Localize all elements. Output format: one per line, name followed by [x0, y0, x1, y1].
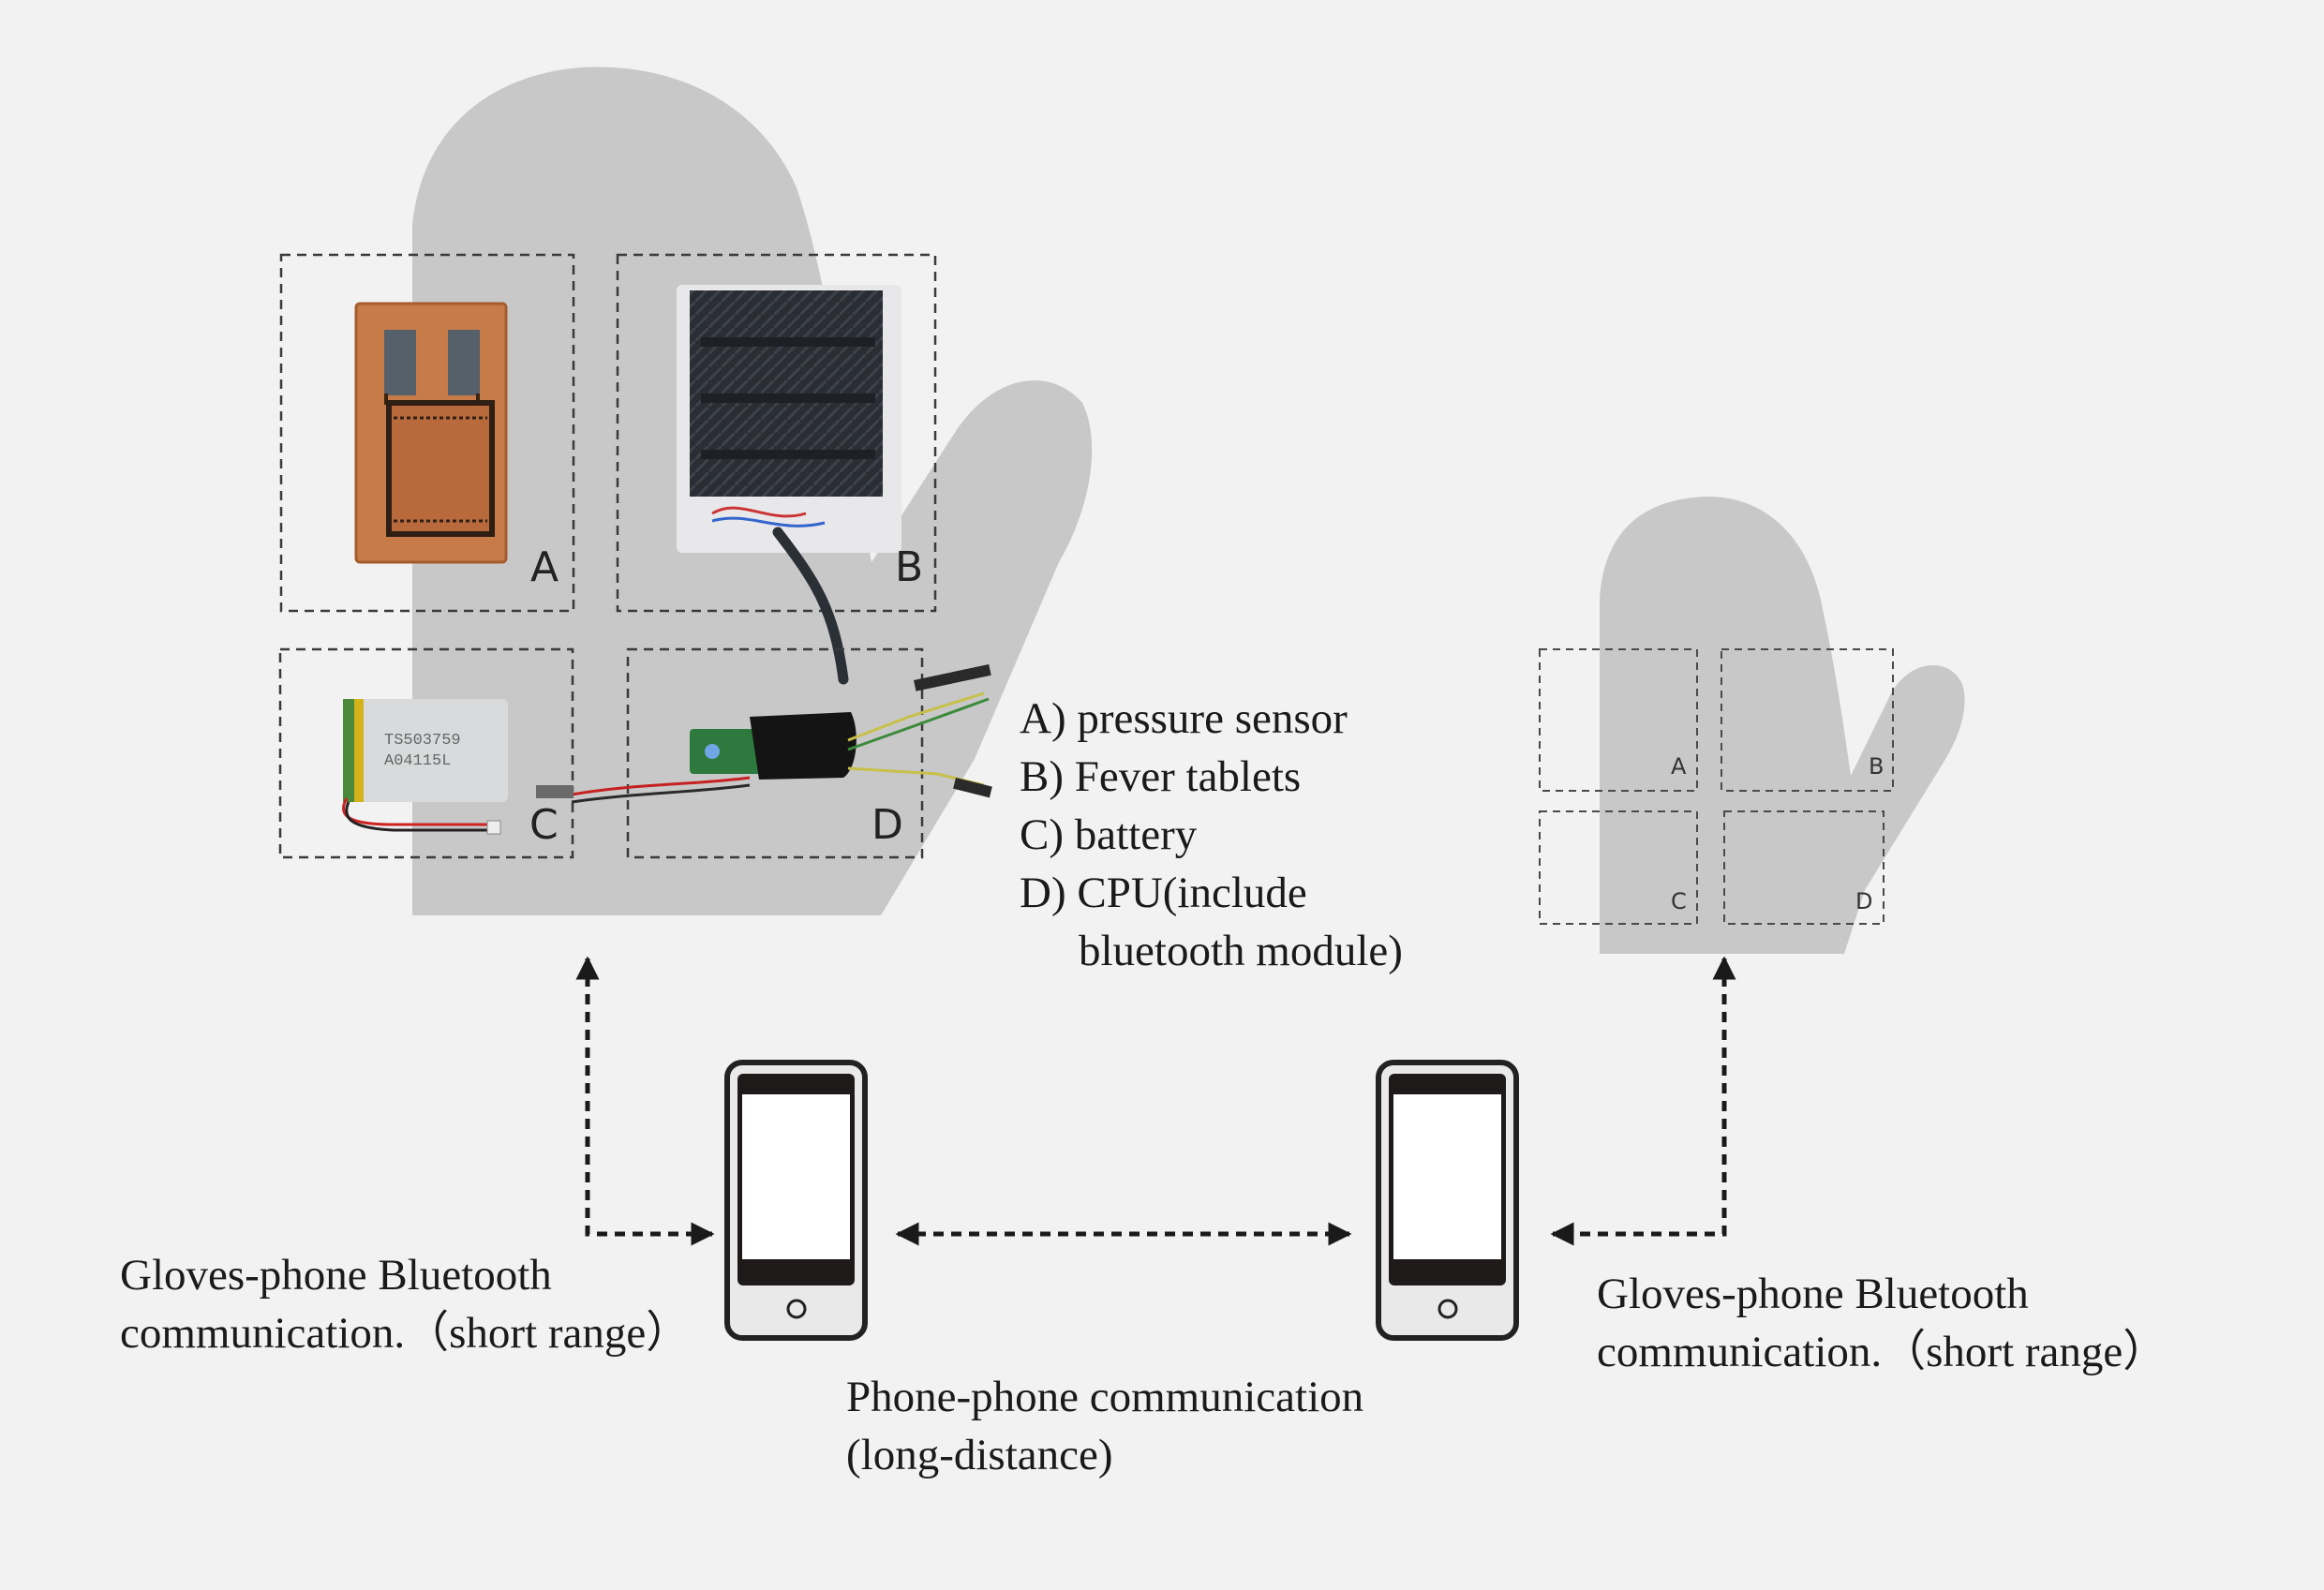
battery-photo: TS503759 A04115L	[342, 699, 508, 835]
right-caption-line-2: communication.（short range）	[1597, 1328, 2168, 1376]
right-caption-line-1: Gloves-phone Bluetooth	[1597, 1270, 2029, 1318]
box-d: D	[536, 647, 992, 859]
component-legend: A) pressure sensor B) Fever tablets C) b…	[1020, 690, 1403, 980]
legend-item-d-continuation: bluetooth module)	[1079, 927, 1403, 975]
left-caption-line-1: Gloves-phone Bluetooth	[120, 1251, 552, 1300]
battery-label-1: TS503759	[384, 732, 461, 750]
small-box-a: A	[1539, 648, 1698, 792]
small-box-c-letter: C	[1671, 888, 1687, 914]
box-c: TS503759 A04115L C	[278, 647, 574, 859]
box-a-border	[279, 253, 575, 613]
center-caption: Phone-phone communication (long-distance…	[846, 1368, 1363, 1484]
small-glove: A B C D	[1539, 497, 1965, 954]
right-phone-home-button	[1438, 1299, 1458, 1319]
box-a: A	[279, 253, 575, 613]
right-bluetooth-arrow	[1550, 956, 1736, 1246]
cpu-photo	[536, 663, 992, 804]
small-box-d-letter: D	[1855, 888, 1872, 914]
fever-tablet-photo	[677, 285, 901, 553]
small-box-c-border	[1539, 810, 1698, 925]
right-phone	[1376, 1060, 1519, 1341]
left-bluetooth-arrow	[575, 956, 715, 1246]
small-box-a-letter: A	[1671, 753, 1687, 780]
box-c-border	[278, 647, 574, 859]
battery-label-2: A04115L	[384, 752, 451, 770]
fever-tablet-cable	[772, 527, 849, 685]
small-box-d: D	[1723, 810, 1885, 925]
box-b: B	[616, 253, 937, 685]
box-c-letter: C	[529, 801, 559, 849]
small-glove-silhouette	[1600, 497, 1965, 954]
center-caption-line-1: Phone-phone communication	[846, 1373, 1364, 1421]
glove-thumb-gap	[412, 890, 881, 915]
legend-item-b: B) Fever tablets	[1020, 752, 1302, 801]
left-caption: Gloves-phone Bluetooth communication.（sh…	[120, 1246, 690, 1362]
box-b-letter: B	[895, 543, 923, 591]
large-glove: A B TS503759 A	[278, 67, 1093, 916]
left-caption-line-2: communication.（short range）	[120, 1309, 691, 1358]
small-box-b-letter: B	[1869, 753, 1884, 780]
left-phone	[724, 1060, 868, 1341]
small-box-d-border	[1723, 810, 1885, 925]
left-phone-home-button	[786, 1299, 807, 1319]
center-caption-line-2: (long-distance)	[846, 1431, 1113, 1479]
box-d-border	[626, 647, 924, 859]
right-phone-screen	[1393, 1094, 1501, 1259]
arrows	[575, 956, 1736, 1246]
small-box-b-border	[1721, 648, 1894, 792]
box-b-border	[616, 253, 937, 613]
box-a-letter: A	[530, 543, 559, 591]
left-phone-screen	[742, 1094, 850, 1259]
small-box-b: B	[1721, 648, 1894, 792]
pressure-sensor-photo	[354, 302, 508, 564]
legend-item-d: D) CPU(include	[1020, 869, 1307, 917]
box-d-letter: D	[872, 801, 903, 849]
right-caption: Gloves-phone Bluetooth communication.（sh…	[1597, 1265, 2167, 1381]
legend-item-a: A) pressure sensor	[1020, 694, 1348, 743]
legend-item-c: C) battery	[1020, 810, 1198, 859]
small-box-c: C	[1539, 810, 1698, 925]
small-box-a-border	[1539, 648, 1698, 792]
